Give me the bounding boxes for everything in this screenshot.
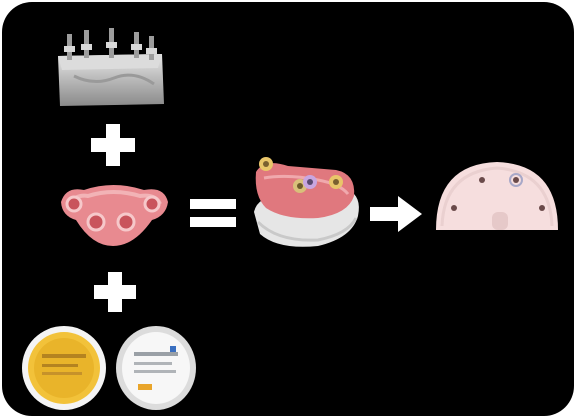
combined-assembly-image [248, 152, 364, 252]
impression-materials-image [20, 320, 198, 412]
denture-base-image [56, 182, 171, 250]
arrow-right-icon [370, 196, 422, 232]
plus-icon [94, 272, 136, 312]
implant-model-image [54, 26, 169, 108]
equals-icon [190, 199, 236, 229]
plus-icon [91, 124, 135, 166]
final-device-image [434, 160, 560, 234]
figure-panel [2, 2, 574, 416]
